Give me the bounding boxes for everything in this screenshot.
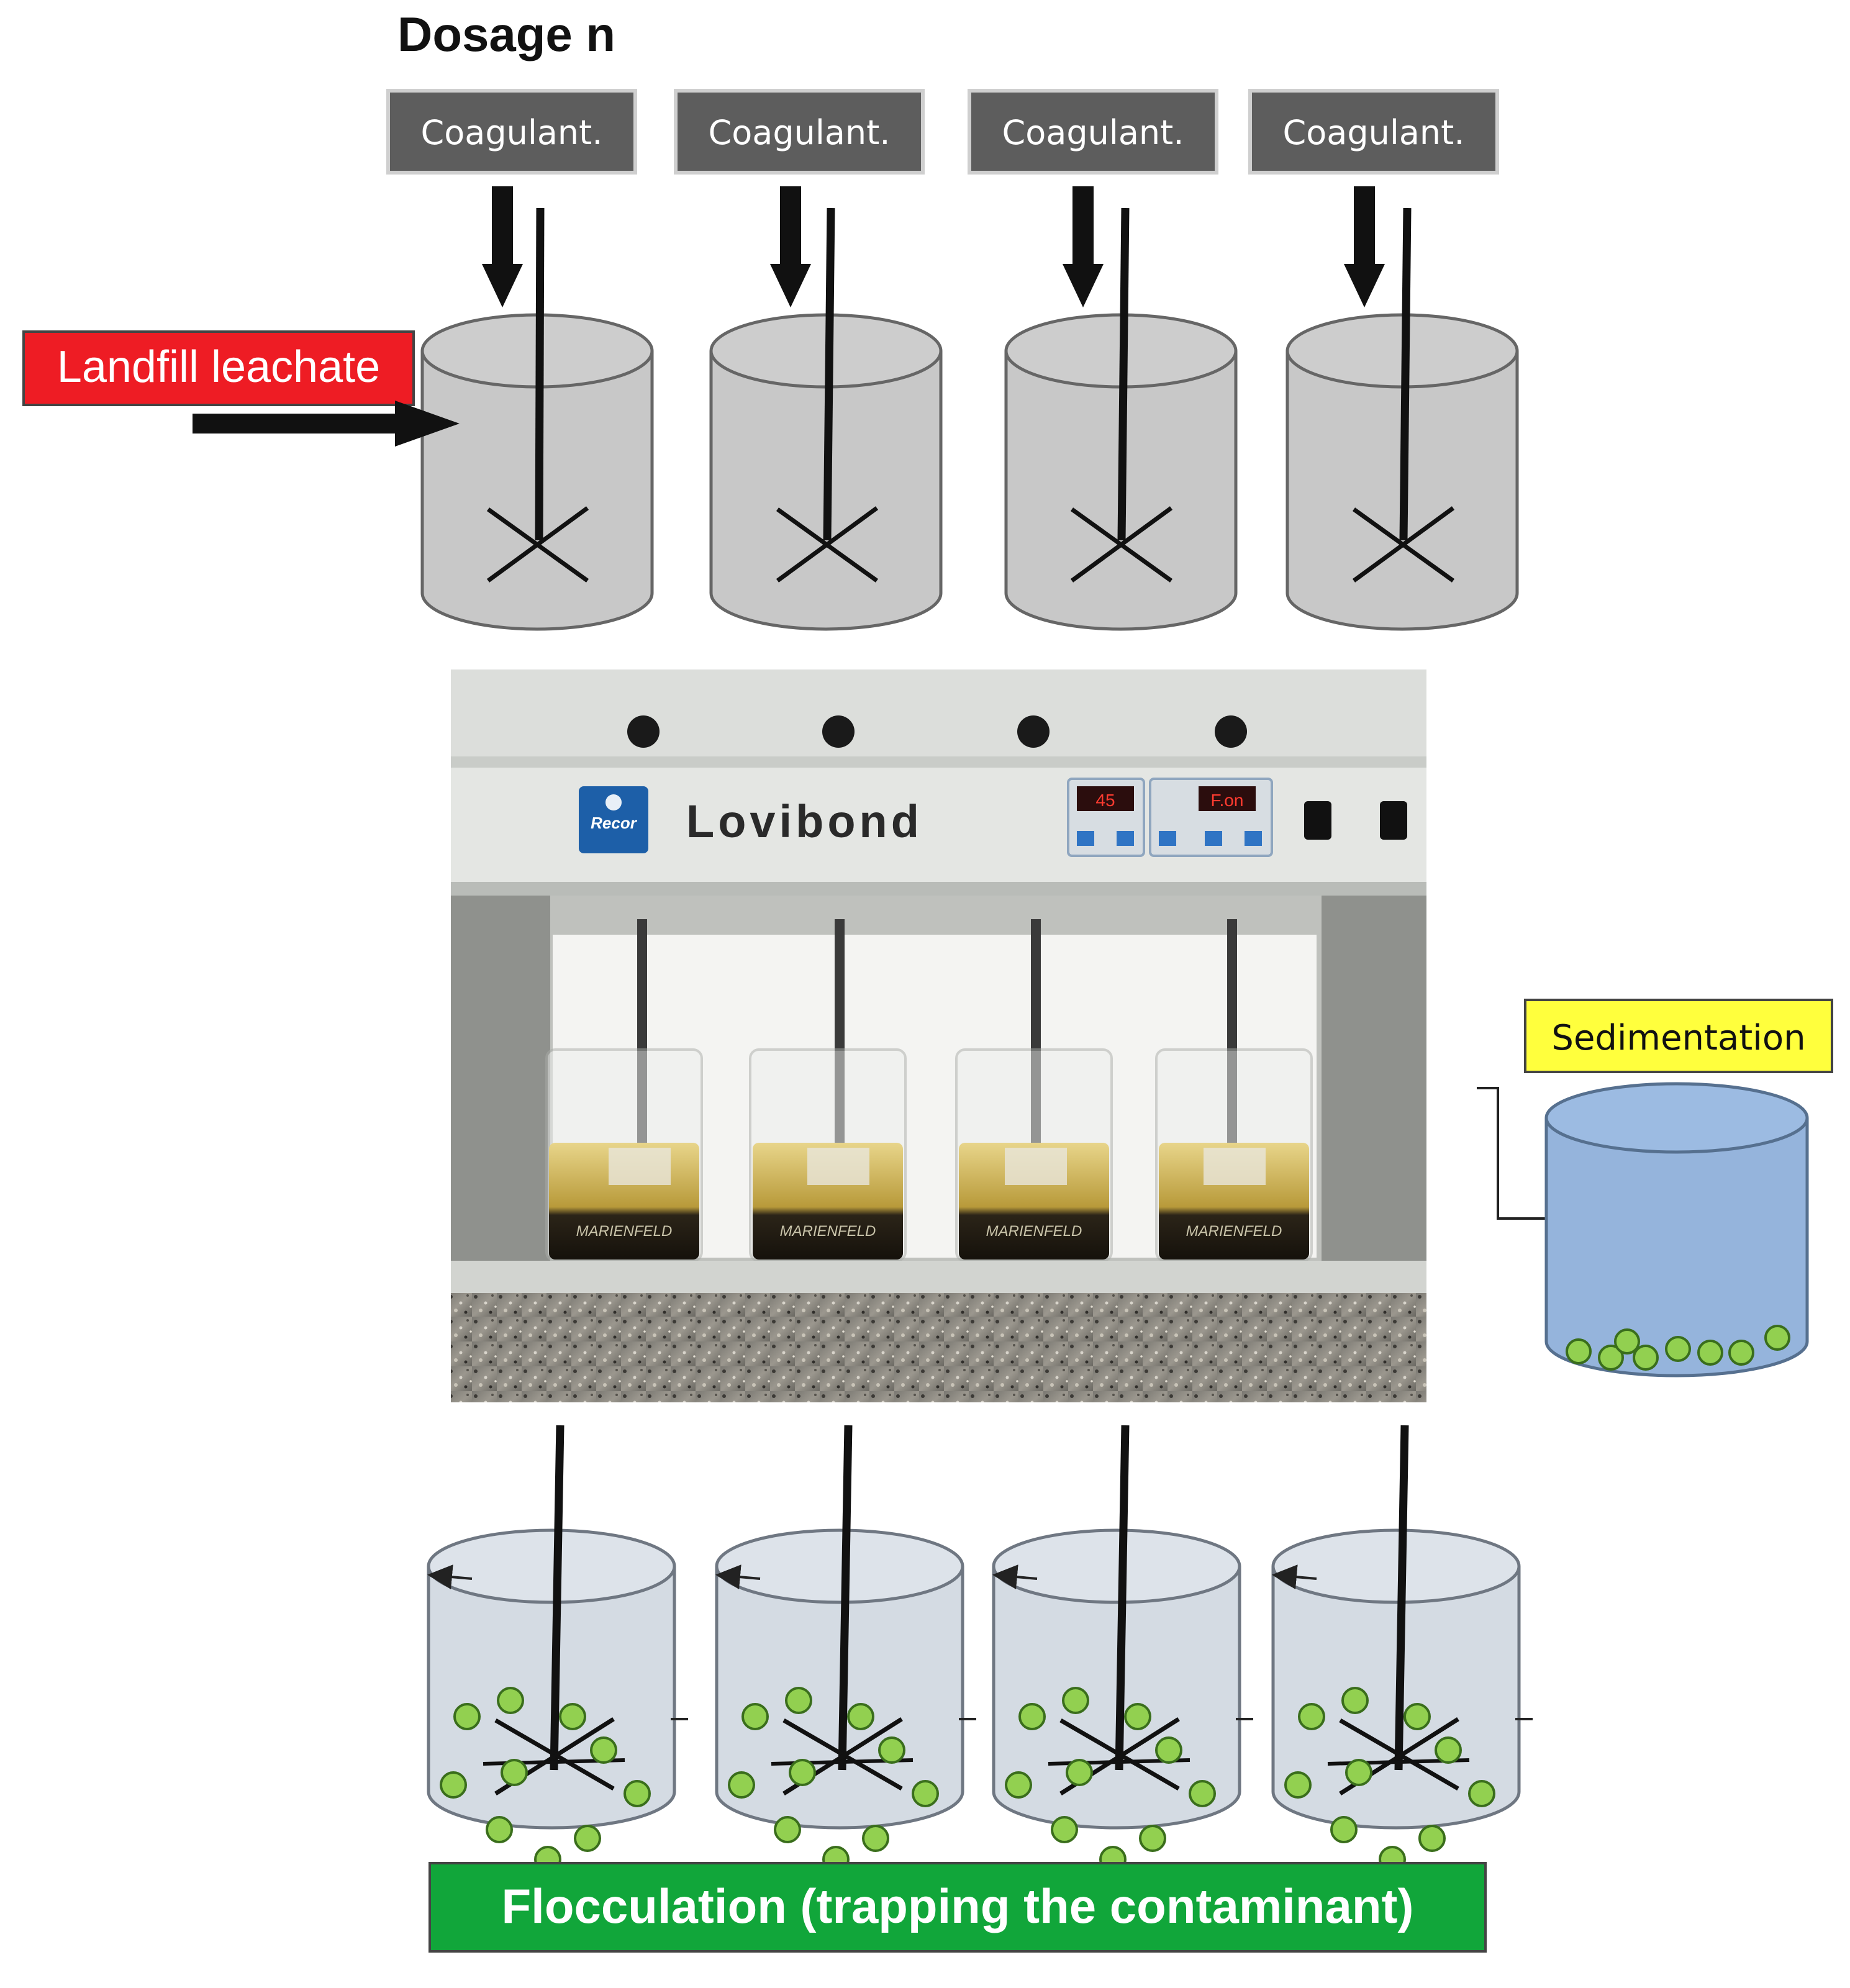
settled-floc — [1697, 1340, 1723, 1366]
coagulant-box-1: Coagulant. — [386, 89, 637, 175]
floc-particle — [1330, 1816, 1358, 1843]
floc-particle — [559, 1703, 586, 1730]
display-left-readout: 45 — [1095, 791, 1115, 810]
control-display-right: F.on — [1149, 778, 1273, 857]
floc-beaker-3 — [992, 1425, 1253, 1873]
beaker-brand-3: MARIENFELD — [986, 1223, 1082, 1240]
floc-particle — [785, 1687, 812, 1714]
settled-floc — [1598, 1345, 1624, 1371]
floc-particle — [1298, 1703, 1325, 1730]
beaker-brand-2: MARIENFELD — [780, 1223, 876, 1240]
floc-particle — [878, 1736, 905, 1764]
photo-beaker-1: MARIENFELD — [545, 1048, 703, 1262]
top-beaker-2 — [709, 207, 943, 631]
sedimentation-label: Sedimentation — [1551, 1018, 1805, 1058]
floc-particle — [774, 1816, 801, 1843]
floc-particle — [1418, 1825, 1446, 1852]
settled-floc — [1728, 1340, 1754, 1366]
floc-particle — [590, 1736, 617, 1764]
floc-particle — [453, 1703, 481, 1730]
floc-particle — [1051, 1816, 1078, 1843]
sedimentation-tank — [1544, 1082, 1809, 1378]
jar-tester-photo: Recor Lovibond 45 F.on — [451, 669, 1426, 1402]
photo-beaker-4: MARIENFELD — [1155, 1048, 1313, 1262]
floc-particle — [501, 1759, 528, 1786]
floc-particle — [1066, 1759, 1093, 1786]
floc-particle — [847, 1703, 874, 1730]
coagulant-label-2: Coagulant. — [709, 113, 891, 152]
floc-mixer-shaft — [1394, 1425, 1409, 1771]
settled-floc — [1665, 1336, 1691, 1362]
floc-particle — [728, 1771, 755, 1799]
dosing-arrow-3 — [1063, 186, 1104, 307]
floc-particle — [623, 1780, 651, 1807]
mixer-shaft-3 — [1117, 207, 1130, 541]
mixer-shaft-1 — [535, 207, 545, 541]
floc-particle — [1435, 1736, 1462, 1764]
coagulant-label-1: Coagulant. — [421, 113, 603, 152]
floc-particle — [741, 1703, 769, 1730]
settled-floc — [1614, 1328, 1640, 1355]
photo-beaker-2: MARIENFELD — [749, 1048, 907, 1262]
floc-particle — [497, 1687, 524, 1714]
coagulant-box-3: Coagulant. — [968, 89, 1218, 175]
floc-particle — [1155, 1736, 1182, 1764]
landfill-leachate-label: Landfill leachate — [57, 342, 380, 392]
coagulant-box-4: Coagulant. — [1248, 89, 1499, 175]
floc-mixer-shaft — [550, 1425, 565, 1771]
floc-particle — [912, 1780, 939, 1807]
settled-floc — [1633, 1345, 1659, 1371]
floc-particle — [1005, 1771, 1032, 1799]
recor-logo-text: Recor — [591, 814, 638, 832]
dosage-title: Dosage n — [397, 7, 615, 61]
mixer-shaft-4 — [1399, 207, 1412, 541]
floc-particle — [1189, 1780, 1216, 1807]
coagulant-label-4: Coagulant. — [1283, 113, 1465, 152]
beaker-brand-1: MARIENFELD — [576, 1223, 673, 1240]
floc-particle — [1345, 1759, 1372, 1786]
floc-particle — [1124, 1703, 1151, 1730]
top-beaker-1 — [420, 207, 654, 631]
floc-particle — [1468, 1780, 1495, 1807]
settled-floc — [1764, 1325, 1790, 1351]
mixer-shaft-2 — [823, 207, 835, 541]
top-beaker-4 — [1285, 207, 1519, 631]
beaker-brand-4: MARIENFELD — [1186, 1223, 1282, 1240]
recor-logo: Recor — [579, 786, 648, 853]
floc-mixer-shaft — [838, 1425, 853, 1771]
display-right-readout: F.on — [1211, 791, 1244, 810]
floc-particle — [1062, 1687, 1089, 1714]
floc-mixer-shaft — [1115, 1425, 1130, 1771]
floc-particle — [862, 1825, 889, 1852]
leachate-inflow-arrow — [193, 401, 460, 447]
flocculation-beakers — [427, 1425, 1533, 1873]
floc-particle — [1139, 1825, 1166, 1852]
coagulant-box-2: Coagulant. — [674, 89, 925, 175]
dosing-arrow-2 — [770, 186, 811, 307]
lovibond-brand: Lovibond — [686, 796, 923, 847]
top-beaker-3 — [1004, 207, 1238, 631]
flocculation-box: Flocculation (trapping the contaminant) — [428, 1862, 1487, 1953]
floc-particle — [1403, 1703, 1431, 1730]
floc-beaker-2 — [715, 1425, 976, 1873]
floc-particle — [1341, 1687, 1369, 1714]
floc-particle — [1284, 1771, 1312, 1799]
floc-particle — [574, 1825, 601, 1852]
photo-beaker-3: MARIENFELD — [955, 1048, 1113, 1262]
flocculation-label: Flocculation (trapping the contaminant) — [502, 1879, 1414, 1933]
floc-particle — [789, 1759, 816, 1786]
floc-beaker-4 — [1271, 1425, 1533, 1873]
settled-floc — [1566, 1338, 1592, 1364]
dosing-arrow-1 — [482, 186, 523, 307]
floc-particle — [486, 1816, 513, 1843]
control-display-left: 45 — [1067, 778, 1145, 857]
sedimentation-box: Sedimentation — [1524, 999, 1833, 1073]
coagulant-label-3: Coagulant. — [1002, 113, 1184, 152]
landfill-leachate-box: Landfill leachate — [22, 330, 415, 406]
floc-particle — [440, 1771, 467, 1799]
floc-beaker-1 — [427, 1425, 688, 1873]
dosing-arrow-4 — [1344, 186, 1385, 307]
floc-particle — [1018, 1703, 1046, 1730]
